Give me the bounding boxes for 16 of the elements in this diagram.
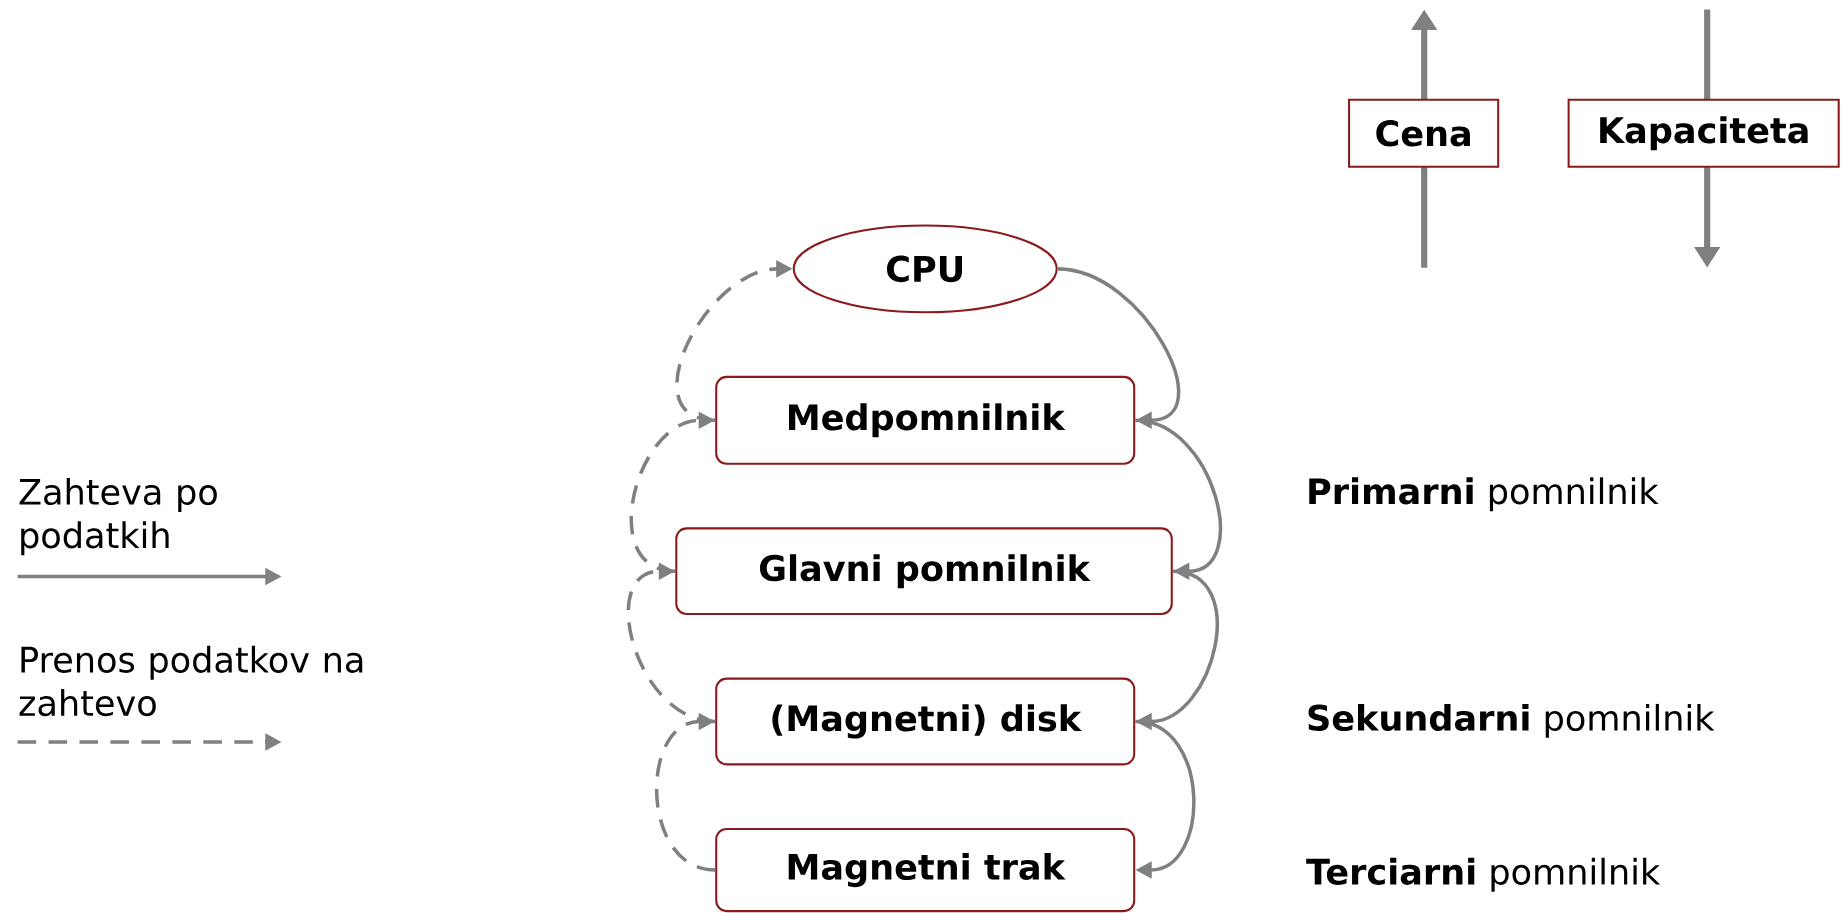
process-box: Glavni pomnilnik — [675, 527, 1173, 615]
legend-text: Zahteva po podatkih — [19, 477, 217, 555]
arrow — [1134, 719, 1196, 879]
label-box: Kapaciteta — [1567, 98, 1840, 168]
arrow — [655, 712, 716, 872]
legend-text: Prenos podatkov na zahtevo — [19, 645, 363, 716]
process-box: Magnetni trak — [715, 827, 1136, 912]
arrow — [1057, 266, 1181, 429]
tier-label: Terciarni pomnilnik — [1306, 857, 1661, 892]
arrow — [1134, 418, 1223, 580]
label-box: Cena — [1348, 98, 1500, 168]
tier-label: Sekundarni pomnilnik — [1308, 703, 1715, 738]
arrow — [626, 562, 716, 723]
tier-label: Primarni pomnilnik — [1309, 477, 1659, 512]
process-box: Medpomnilnik — [715, 375, 1136, 465]
process-box: (Magnetni) disk — [715, 677, 1136, 766]
